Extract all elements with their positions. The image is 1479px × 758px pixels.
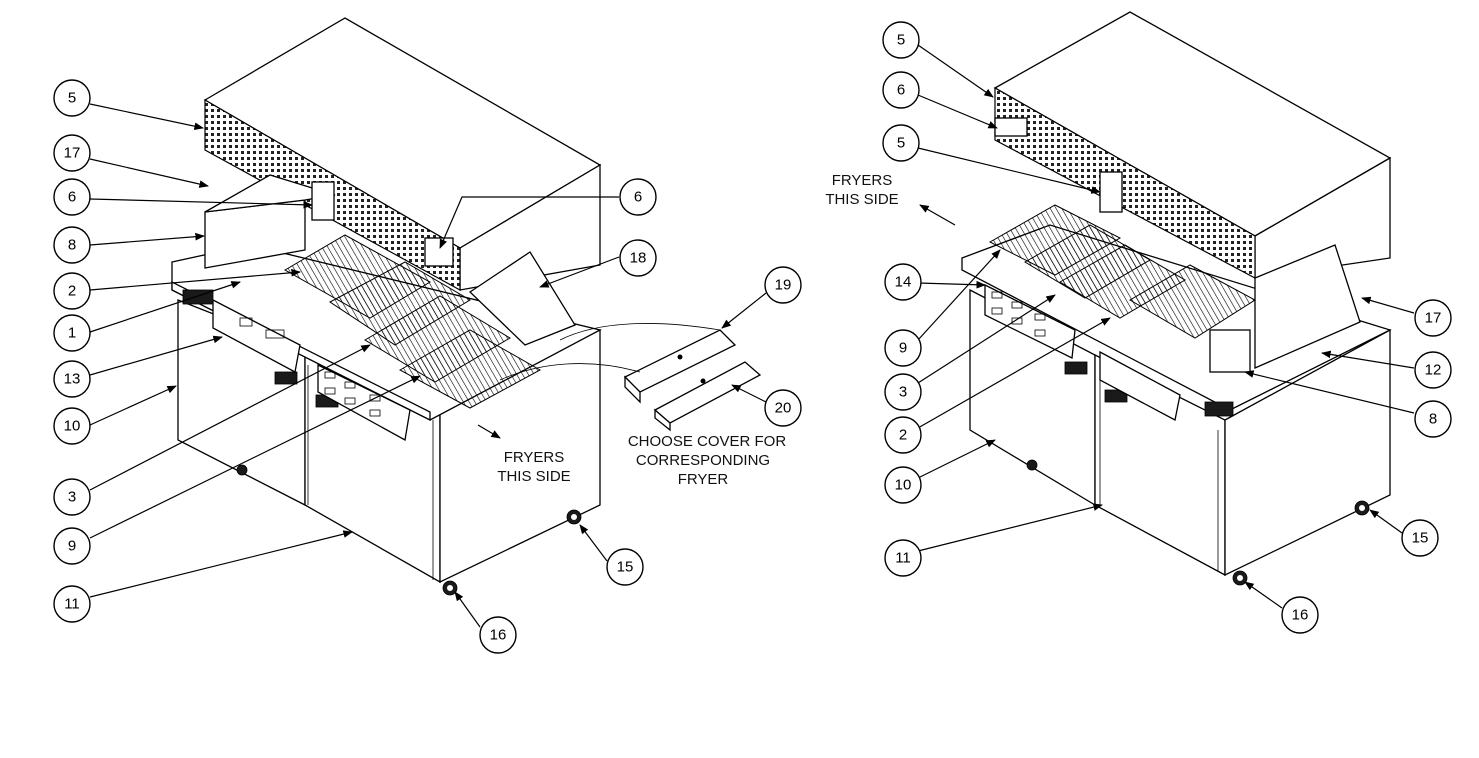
- cover-note: CHOOSE COVER FOR CORRESPONDING FRYER: [628, 433, 787, 488]
- callout-bubble-2-left: 2: [53, 272, 91, 310]
- callout-bubble-6-left: 6: [619, 178, 657, 216]
- svg-text:5: 5: [68, 90, 76, 107]
- callout-bubble-9-right: 9: [884, 329, 922, 367]
- right-fryers-note: FRYERS THIS SIDE: [825, 172, 898, 208]
- svg-text:3: 3: [899, 384, 907, 401]
- svg-text:2: 2: [899, 427, 907, 444]
- svg-text:15: 15: [1412, 530, 1429, 547]
- svg-text:10: 10: [895, 477, 912, 494]
- svg-text:9: 9: [68, 538, 76, 555]
- svg-text:8: 8: [68, 237, 76, 254]
- svg-text:THIS SIDE: THIS SIDE: [825, 191, 898, 208]
- svg-text:11: 11: [64, 596, 80, 613]
- callout-bubble-3-right: 3: [884, 373, 922, 411]
- callout-bubble-5-right: 5: [882, 124, 920, 162]
- callout-bubble-18-left: 18: [619, 239, 657, 277]
- callout-bubble-10-right: 10: [884, 466, 922, 504]
- svg-text:1: 1: [68, 325, 76, 342]
- callout-bubble-6-right: 6: [882, 71, 920, 109]
- svg-text:3: 3: [68, 489, 76, 506]
- callout-bubble-4-left: 5: [53, 79, 91, 117]
- left-unit-drawing: [171, 17, 602, 596]
- svg-text:CORRESPONDING: CORRESPONDING: [636, 452, 770, 469]
- callout-bubble-9-left: 9: [53, 527, 91, 565]
- svg-text:8: 8: [1429, 411, 1437, 428]
- callout-bubble-13-left: 13: [53, 360, 91, 398]
- svg-text:THIS SIDE: THIS SIDE: [497, 468, 570, 485]
- callout-bubble-10-left: 10: [53, 407, 91, 445]
- svg-text:14: 14: [895, 274, 912, 291]
- svg-text:CHOOSE COVER FOR: CHOOSE COVER FOR: [628, 433, 787, 450]
- callout-bubble-1-left: 1: [53, 314, 91, 352]
- svg-text:17: 17: [64, 145, 81, 162]
- callout-bubble-14-right: 14: [884, 263, 922, 301]
- svg-text:FRYER: FRYER: [678, 471, 729, 488]
- svg-text:5: 5: [897, 32, 905, 49]
- callout-bubble-15-left: 15: [606, 548, 644, 586]
- right-unit-drawing: [961, 11, 1392, 586]
- callout-bubble-8-right: 8: [1414, 400, 1452, 438]
- svg-text:FRYERS: FRYERS: [504, 449, 565, 466]
- callout-bubble-17-left: 17: [53, 134, 91, 172]
- svg-text:20: 20: [775, 400, 792, 417]
- svg-text:18: 18: [630, 250, 647, 267]
- svg-text:9: 9: [899, 340, 907, 357]
- svg-text:16: 16: [490, 627, 507, 644]
- leader-lines: [89, 44, 1415, 628]
- svg-text:17: 17: [1425, 310, 1442, 327]
- callout-bubble-4-right: 5: [882, 21, 920, 59]
- callout-bubble-16-right: 16: [1281, 596, 1319, 634]
- svg-text:6: 6: [634, 189, 642, 206]
- svg-text:5: 5: [897, 135, 905, 152]
- callout-bubble-16-left: 16: [479, 616, 517, 654]
- svg-text:FRYERS: FRYERS: [832, 172, 893, 189]
- left-fryers-note: FRYERS THIS SIDE: [497, 449, 570, 485]
- callout-bubble-5-left: 6: [53, 178, 91, 216]
- svg-text:2: 2: [68, 283, 76, 300]
- callout-bubble-2-right: 2: [884, 416, 922, 454]
- callout-bubble-11-left: 11: [53, 585, 91, 623]
- svg-text:16: 16: [1292, 607, 1309, 624]
- callout-bubble-11-right: 11: [884, 539, 922, 577]
- svg-text:10: 10: [64, 418, 81, 435]
- svg-text:13: 13: [64, 371, 81, 388]
- svg-text:15: 15: [617, 559, 634, 576]
- svg-text:6: 6: [68, 189, 76, 206]
- callout-bubble-19: 19: [764, 266, 802, 304]
- callout-bubble-15-right: 15: [1401, 519, 1439, 557]
- callout-bubble-3-left: 3: [53, 478, 91, 516]
- callout-bubble-17-right: 17: [1414, 299, 1452, 337]
- callout-bubble-20: 20: [764, 389, 802, 427]
- svg-text:12: 12: [1425, 362, 1442, 379]
- cover-pieces: [499, 323, 762, 432]
- svg-text:6: 6: [897, 82, 905, 99]
- svg-text:11: 11: [895, 550, 911, 567]
- svg-text:19: 19: [775, 277, 792, 294]
- callout-bubble-8-left: 8: [53, 226, 91, 264]
- callout-bubble-12-right: 12: [1414, 351, 1452, 389]
